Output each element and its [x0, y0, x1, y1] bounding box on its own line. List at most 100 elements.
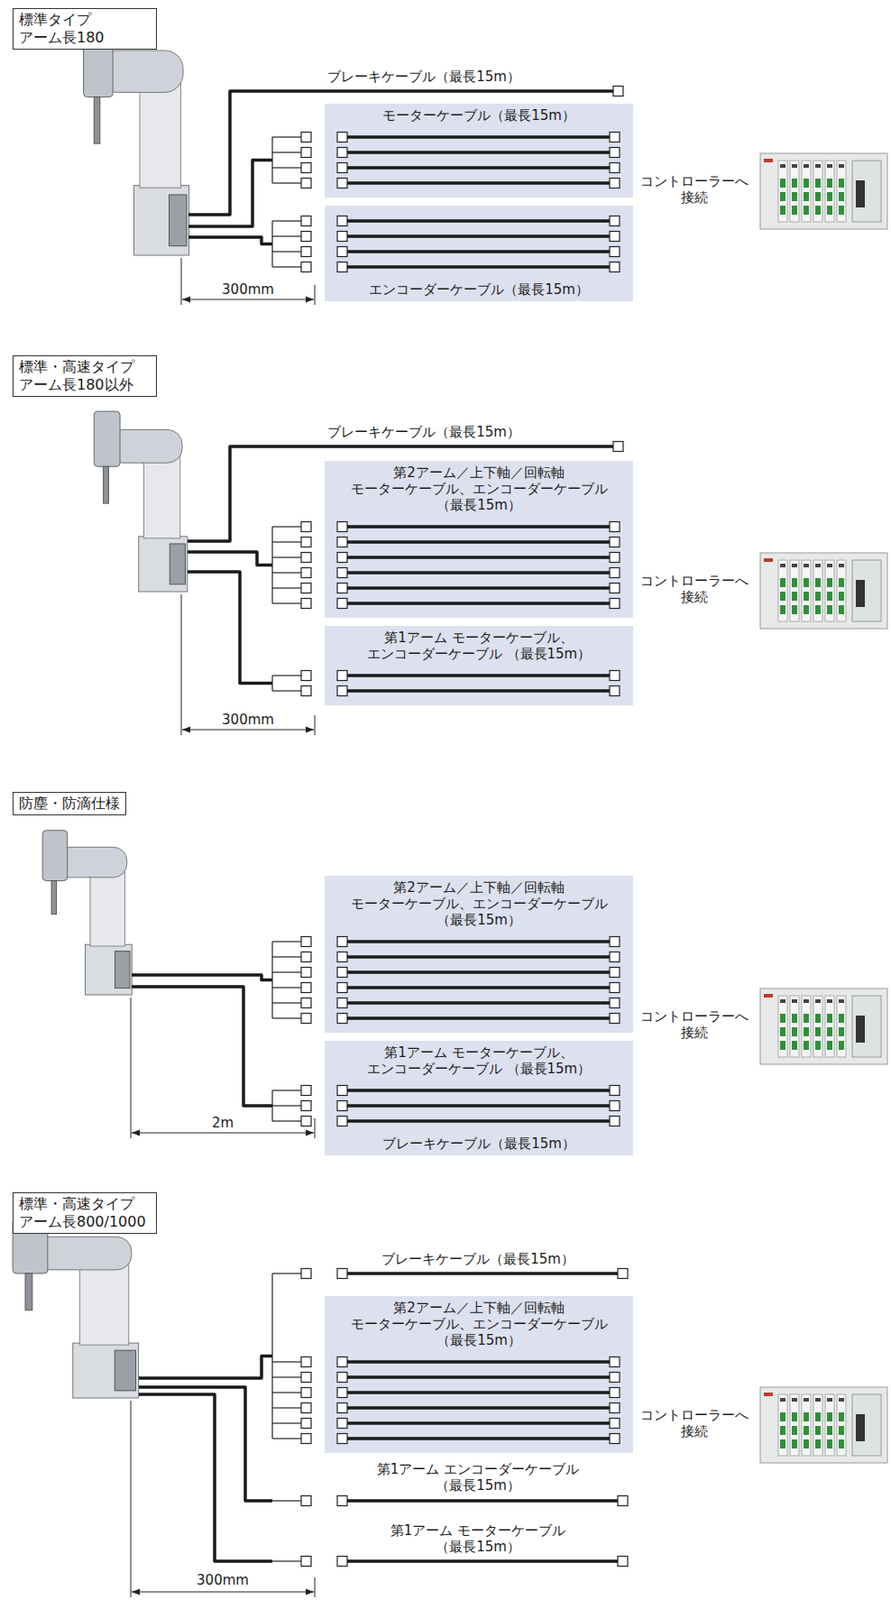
cable	[347, 955, 610, 959]
connector-square	[609, 1372, 620, 1383]
branch-bus	[271, 526, 273, 604]
connection-note: コントローラーへ 接続	[635, 572, 754, 606]
connector-square	[609, 522, 620, 533]
branch-line	[272, 1089, 302, 1091]
cable-area	[324, 931, 634, 1029]
connector-square	[301, 998, 312, 1009]
connector-square	[337, 147, 348, 158]
panel-title: ブレーキケーブル（最長15m）	[324, 1131, 634, 1156]
connector-square	[301, 1372, 312, 1383]
panel-padding	[324, 1449, 634, 1453]
connector-square	[609, 568, 620, 579]
cable	[347, 1103, 610, 1108]
cable	[347, 1271, 618, 1276]
cable-panel: エンコーダーケーブル（最長15m）	[324, 205, 634, 302]
connector-square	[337, 936, 348, 947]
branch-line	[272, 955, 302, 957]
connector-square	[301, 1116, 312, 1127]
branch-line	[272, 1360, 302, 1362]
connector-square	[609, 998, 620, 1009]
connector-square	[337, 1418, 348, 1429]
connector-square	[337, 998, 348, 1009]
connector-square	[301, 1403, 312, 1414]
connector-square	[301, 147, 312, 158]
connector-square	[337, 537, 348, 548]
branch-line	[272, 220, 302, 221]
branch-line	[272, 1017, 302, 1019]
connector-square	[609, 967, 620, 978]
connector-square	[301, 967, 312, 978]
panel-title: エンコーダーケーブル（最長15m）	[324, 277, 634, 302]
connector-square	[301, 598, 312, 609]
connector-square	[609, 1418, 620, 1429]
cable-bundle	[188, 237, 273, 245]
connector-square	[301, 231, 312, 242]
branch-line	[272, 674, 302, 676]
scara-robot	[42, 830, 132, 995]
panel-title: 第1アーム モーターケーブル、エンコーダーケーブル （最長15m）	[324, 625, 634, 666]
connector-square	[337, 1013, 348, 1024]
cable-panel: 第1アーム モーターケーブル、エンコーダーケーブル （最長15m）ブレーキケーブ…	[324, 1040, 634, 1156]
connector-square	[337, 216, 348, 227]
cable	[347, 673, 610, 678]
branch-line	[272, 166, 302, 168]
branch-line	[272, 266, 302, 267]
branch-line	[272, 571, 302, 573]
connector-square	[609, 552, 620, 563]
connector-square	[301, 982, 312, 993]
connector-square	[609, 1387, 620, 1398]
connector-square	[301, 1418, 312, 1429]
branch-line	[272, 587, 302, 588]
heading-text: 標準・高速タイプ アーム長180以外	[18, 358, 151, 395]
connector-square	[337, 522, 348, 533]
connector-square	[617, 1496, 628, 1507]
connection-note: コントローラーへ 接続	[635, 1008, 754, 1041]
connector-square	[301, 1387, 312, 1398]
connector-square	[609, 247, 620, 258]
cable	[347, 135, 610, 139]
cable-panel: 第2アーム／上下軸／回転軸 モーターケーブル、エンコーダーケーブル （最長15m…	[324, 460, 634, 618]
connector-square	[301, 163, 312, 174]
cable-panel: モーターケーブル（最長15m）	[324, 103, 634, 198]
branch-line	[272, 556, 302, 558]
cable-bundle	[138, 1394, 273, 1562]
heading-text: 標準・高速タイプ アーム長800/1000	[18, 1194, 151, 1231]
cable	[347, 601, 610, 606]
connector-plate	[115, 951, 131, 989]
cable-label: ブレーキケーブル（最長15m）	[327, 68, 521, 85]
cable	[347, 555, 610, 560]
cable	[347, 1001, 610, 1005]
section-heading: 標準・高速タイプ アーム長800/1000	[12, 1192, 157, 1234]
cable	[347, 1559, 618, 1563]
connector-square	[301, 216, 312, 227]
connector-square	[301, 1357, 312, 1368]
robot-base	[85, 944, 133, 995]
cable	[347, 985, 610, 990]
cable-bundle	[131, 974, 273, 981]
cable-panel: 第2アーム／上下軸／回転軸 モーターケーブル、エンコーダーケーブル （最長15m…	[324, 1295, 634, 1453]
branch-line	[272, 689, 302, 691]
branch-line	[272, 1001, 302, 1003]
branch-bus	[271, 1273, 273, 1439]
connector-square	[301, 537, 312, 548]
heading-text: 標準タイプ アーム長180	[18, 10, 151, 47]
connector-square	[613, 441, 624, 452]
branch-line	[272, 182, 302, 184]
connector-square	[337, 132, 348, 143]
spline-shaft	[103, 466, 110, 504]
connector-square	[337, 1403, 348, 1414]
connector-square	[609, 537, 620, 548]
spline-shaft	[25, 1273, 33, 1311]
connector-square	[337, 262, 348, 273]
scara-robot	[93, 411, 188, 592]
cable	[347, 1375, 610, 1379]
connector-square	[337, 982, 348, 993]
cable-bundle	[138, 1387, 273, 1501]
spline-shaft	[93, 97, 101, 145]
connector-square	[301, 1013, 312, 1024]
connector-plate	[169, 543, 185, 585]
connector-square	[609, 686, 620, 697]
connector-square	[337, 686, 348, 697]
cable	[347, 1088, 610, 1093]
